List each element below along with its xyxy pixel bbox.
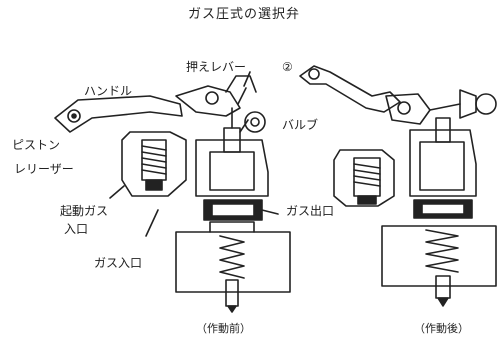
label-handle: ハンドル: [84, 84, 133, 98]
label-press-lever: 押えレバー: [186, 60, 247, 74]
handle-pivot: [67, 109, 81, 123]
valve-before-illustration: [54, 71, 291, 313]
label-start-gas-inlet: 入口: [64, 222, 89, 236]
caption-after: （作動後）: [414, 322, 469, 335]
valve-body-upper: [195, 139, 269, 197]
diagram-title: ガス圧式の選択弁: [188, 7, 301, 22]
label-piston: ピストン: [12, 138, 61, 152]
label-gas-inlet: ガス入口: [94, 256, 143, 270]
piston-releaser-housing: [121, 131, 187, 197]
valve-body-lower: [175, 231, 291, 293]
handle-lever: [54, 95, 183, 133]
caption-before: （作動前）: [196, 322, 251, 335]
label-gas-outlet: ガス出口: [286, 204, 335, 218]
valve-spring: [219, 235, 245, 279]
valve-after-illustration: [299, 65, 497, 307]
label-releaser: レリーザー: [14, 162, 74, 176]
label-valve: バルブ: [282, 118, 319, 132]
label-start-gas: 起動ガス: [60, 204, 109, 218]
cap-knob: [475, 93, 497, 115]
lever-raised: [299, 65, 401, 113]
label-press-lever-number: ②: [282, 60, 293, 74]
linkage-pin: [205, 91, 219, 105]
valve-spring-compressed: [425, 229, 459, 273]
